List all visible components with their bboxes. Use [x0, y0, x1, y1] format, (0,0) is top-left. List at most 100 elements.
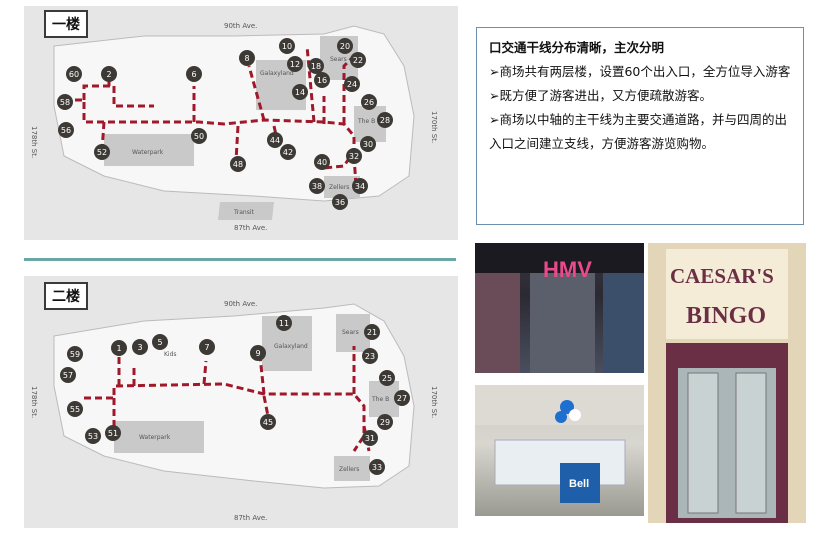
entrance-marker-52: 52 [94, 144, 110, 160]
entrance-number: 45 [263, 418, 273, 427]
entrance-number: 60 [69, 70, 79, 79]
bell-kiosk-photo: Bell [475, 385, 644, 516]
store-zellers: Zellers [329, 184, 349, 191]
entrance-number: 53 [88, 432, 98, 441]
zellers-block [324, 176, 360, 198]
entrance-marker-7: 7 [199, 339, 215, 355]
street-bottom-label-2: 87th Ave. [234, 514, 267, 522]
store-sears-2: Sears [342, 329, 359, 336]
entrance-number: 58 [60, 98, 70, 107]
entrance-number: 29 [380, 418, 390, 427]
entrance-number: 2 [106, 70, 111, 79]
entrance-number: 9 [255, 349, 260, 358]
entrance-marker-32: 32 [346, 148, 362, 164]
bingo-line2: BINGO [686, 303, 766, 329]
entrance-marker-6: 6 [186, 66, 202, 82]
entrance-marker-59: 59 [67, 346, 83, 362]
store-kids: Kids [164, 351, 177, 358]
zellers2-block [334, 456, 370, 481]
entrance-number: 12 [290, 60, 300, 69]
info-box: 口交通干线分布清晰，主次分明 ➢商场共有两层楼，设置60个出入口，全方位导入游客… [476, 27, 804, 225]
entrance-marker-1: 1 [111, 340, 127, 356]
entrance-number: 7 [204, 343, 209, 352]
store-galaxyland-2: Galaxyland [274, 343, 308, 350]
entrance-number: 18 [311, 62, 321, 71]
info-bullet-1: ➢商场共有两层楼，设置60个出入口，全方位导入游客 [489, 64, 791, 79]
entrance-marker-27: 27 [394, 390, 410, 406]
entrance-marker-38: 38 [309, 178, 325, 194]
entrance-marker-23: 23 [362, 348, 378, 364]
entrance-marker-50: 50 [191, 128, 207, 144]
entrance-marker-51: 51 [105, 425, 121, 441]
info-bullet-3: ➢商场以中轴的主干线为主要交通道路，并与四周的出入口之间建立支线，方便游客游览购… [489, 112, 787, 151]
store-theb-2: The B [371, 396, 389, 403]
street-top-label: 90th Ave. [224, 22, 257, 30]
entrance-marker-30: 30 [360, 136, 376, 152]
street-left-label: 178th St. [30, 126, 38, 158]
floor1-map-svg: 90th Ave. 87th Ave. 178th St. 170th St. … [30, 22, 438, 232]
entrance-marker-12: 12 [287, 56, 303, 72]
street-right-label-2: 170th St. [430, 386, 438, 418]
entrance-marker-20: 20 [337, 38, 353, 54]
section-divider [24, 258, 456, 261]
entrance-marker-16: 16 [314, 72, 330, 88]
entrance-marker-25: 25 [379, 370, 395, 386]
entrance-number: 25 [382, 374, 392, 383]
entrance-number: 34 [355, 182, 365, 191]
bell-sign: Bell [569, 478, 589, 490]
entrance-marker-53: 53 [85, 428, 101, 444]
floor2-map: 90th Ave. 87th Ave. 178th St. 170th St. … [24, 276, 458, 528]
street-bottom-label: 87th Ave. [234, 224, 267, 232]
entrance-number: 28 [380, 116, 390, 125]
waterpark2-block [114, 421, 204, 453]
store-transit: Transit [233, 209, 255, 216]
entrance-number: 10 [282, 42, 292, 51]
hmv-sign: HMV [543, 257, 592, 282]
transit-block [218, 202, 274, 220]
entrance-number: 20 [340, 42, 350, 51]
floor1-map: 90th Ave. 87th Ave. 178th St. 170th St. … [24, 6, 458, 240]
entrance-number: 30 [363, 140, 373, 149]
entrance-number: 6 [191, 70, 196, 79]
entrance-number: 14 [295, 88, 305, 97]
entrance-number: 24 [347, 80, 357, 89]
entrance-number: 1 [116, 344, 121, 353]
theb2-block [369, 381, 399, 417]
entrance-number: 11 [279, 319, 289, 328]
entrance-number: 50 [194, 132, 204, 141]
bingo-line1: CAESAR'S [670, 264, 774, 288]
entrance-marker-26: 26 [361, 94, 377, 110]
entrance-marker-42: 42 [280, 144, 296, 160]
entrance-marker-56: 56 [58, 122, 74, 138]
entrance-number: 42 [283, 148, 293, 157]
store-waterpark-2: Waterpark [139, 434, 171, 441]
street-right-label: 170th St. [430, 111, 438, 143]
bingo-hall-photo: CAESAR'S BINGO [648, 243, 806, 523]
store-waterpark: Waterpark [132, 149, 164, 156]
floor2-map-svg: 90th Ave. 87th Ave. 178th St. 170th St. … [30, 300, 438, 522]
entrance-number: 55 [70, 405, 80, 414]
store-zellers-2: Zellers [339, 466, 359, 473]
street-top-label-2: 90th Ave. [224, 300, 257, 308]
entrance-marker-28: 28 [377, 112, 393, 128]
entrance-marker-44: 44 [267, 132, 283, 148]
entrance-marker-40: 40 [314, 154, 330, 170]
entrance-marker-60: 60 [66, 66, 82, 82]
entrance-marker-48: 48 [230, 156, 246, 172]
store-theb: The B [357, 118, 375, 125]
entrance-marker-36: 36 [332, 194, 348, 210]
entrance-number: 21 [367, 328, 377, 337]
info-title: 口交通干线分布清晰，主次分明 [489, 40, 665, 55]
entrance-marker-5: 5 [152, 334, 168, 350]
entrance-number: 57 [63, 371, 73, 380]
entrance-marker-21: 21 [364, 324, 380, 340]
entrance-number: 38 [312, 182, 322, 191]
entrance-number: 56 [61, 126, 71, 135]
entrance-number: 23 [365, 352, 375, 361]
entrance-marker-34: 34 [352, 178, 368, 194]
entrance-number: 16 [317, 76, 327, 85]
entrance-marker-33: 33 [369, 459, 385, 475]
entrance-number: 5 [157, 338, 162, 347]
entrance-marker-18: 18 [308, 58, 324, 74]
